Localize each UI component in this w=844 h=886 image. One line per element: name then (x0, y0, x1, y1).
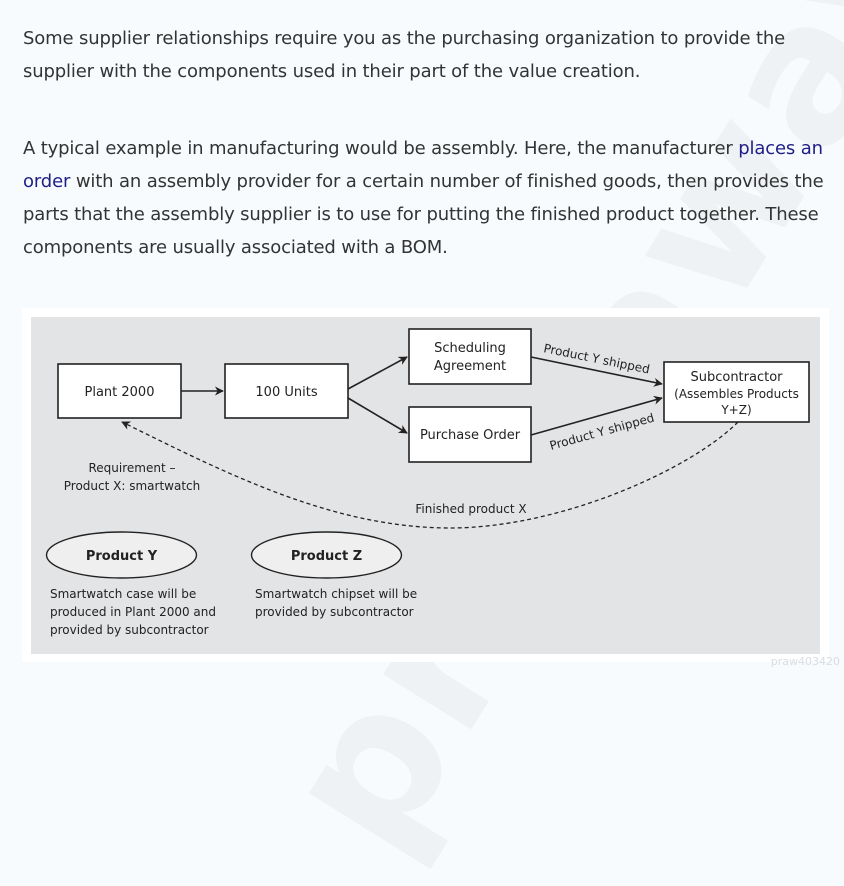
purchase-order-label: Purchase Order (420, 428, 521, 443)
product-y-ellipse (45, 531, 198, 579)
units-box: 100 Units (224, 363, 349, 419)
scheduling-label-line2: Agreement (434, 359, 506, 374)
product-z-desc-line2: provided by subcontractor (255, 605, 414, 619)
product-z-desc-line1: Smartwatch chipset will be (255, 587, 417, 601)
subcontractor-label-line3: Y+Z) (720, 403, 751, 417)
product-y-desc-line1: Smartwatch case will be (50, 587, 196, 601)
scheduling-label-line1: Scheduling (434, 341, 506, 356)
arrow-purchase-order-to-subcontractor (530, 395, 663, 436)
product-y-desc-line3: provided by subcontractor (50, 623, 209, 637)
places-an-order-link[interactable]: places an order (23, 138, 823, 192)
product-z-ellipse (250, 531, 403, 579)
finished-product-dashed-arrow (121, 421, 739, 529)
subcontractor-label-line2: (Assembles Products (674, 387, 799, 401)
intro-paragraph: Some supplier relationships require you … (23, 28, 786, 82)
subcontracting-diagram: Plant 2000 100 Units Scheduling Agreemen… (45, 328, 810, 637)
finished-product-label: Finished product X (415, 502, 526, 516)
purchase-order-box: Purchase Order (408, 406, 532, 463)
example-text-before: A typical example in manufacturing would… (23, 138, 739, 159)
plant-2000-label: Plant 2000 (85, 385, 155, 400)
arrow-units-to-purchase-order (347, 397, 408, 434)
units-label: 100 Units (255, 385, 317, 400)
watermark-id: praw403420 (770, 655, 840, 668)
arrow-units-to-scheduling (347, 356, 408, 390)
product-z-label: Product Z (291, 549, 362, 564)
product-y-desc-line2: produced in Plant 2000 and (50, 605, 216, 619)
shipped-label-bottom: Product Y shipped (548, 411, 656, 453)
subcontractor-label-line1: Subcontractor (690, 370, 783, 385)
example-text-after: with an assembly provider for a certain … (23, 171, 824, 258)
example-paragraph: A typical example in manufacturing would… (23, 132, 833, 264)
subcontractor-box: Subcontractor (Assembles Products Y+Z) (663, 361, 810, 423)
product-y-label: Product Y (86, 549, 158, 564)
requirement-label-line2: Product X: smartwatch (64, 479, 200, 493)
product-z-group: Product Z Smartwatch chipset will be pro… (250, 531, 417, 619)
arrow-scheduling-to-subcontractor (530, 356, 663, 387)
scheduling-agreement-box: Scheduling Agreement (408, 328, 532, 385)
requirement-label-line1: Requirement – (89, 461, 176, 475)
plant-2000-box: Plant 2000 (57, 363, 182, 419)
product-y-group: Product Y Smartwatch case will be produc… (45, 531, 216, 637)
